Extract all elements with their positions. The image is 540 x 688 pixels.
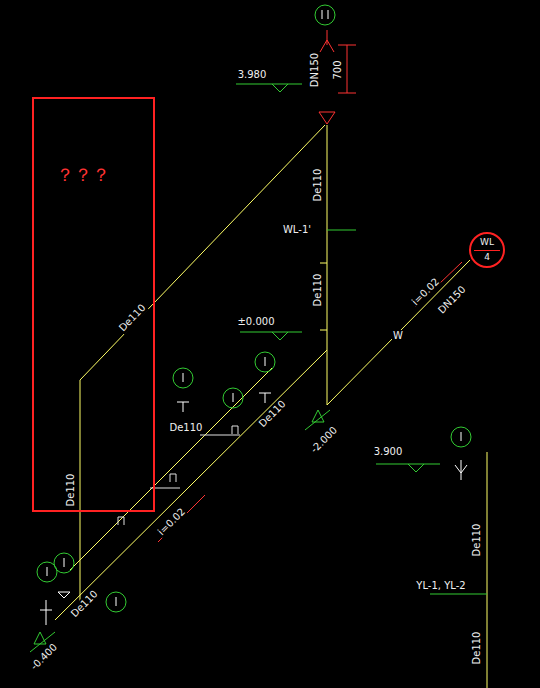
elevation-label: ±0.000 [236,316,275,328]
pipe-size-label: De110 [255,397,288,430]
pipe-size-label: De110 [312,273,324,308]
slope-label: i=0.02 [155,505,189,539]
divider-line [474,250,500,251]
pipe-size-label: DN150 [435,283,469,317]
pipe-size-label: DN150 [309,52,321,88]
node-text: WL [471,237,503,247]
pipe-size-label: De110 [169,422,204,434]
inspection-well-circle: WL 4 [469,232,505,268]
elevation-label: -0.400 [28,641,61,674]
pipe-size-label: De110 [471,523,483,558]
dimension-label: 700 [332,59,344,80]
pipe-size-label: De110 [312,168,324,203]
elevation-label: 3.980 [237,69,268,81]
pipe-tag-label: WL-1' [282,224,312,236]
pipe-size-label: De110 [65,473,77,508]
pipe-tag-label: W [392,330,404,342]
pipe-size-label: De110 [471,631,483,666]
node-text: 4 [471,252,503,262]
pipe-tag-label: YL-1, YL-2 [415,580,466,592]
pipe-size-label: De110 [116,301,149,334]
node-text: ？？？ [56,163,110,187]
pipe-size-label: De110 [67,587,100,620]
elevation-label: -2.000 [308,424,341,457]
elevation-label: 3.900 [373,446,404,458]
